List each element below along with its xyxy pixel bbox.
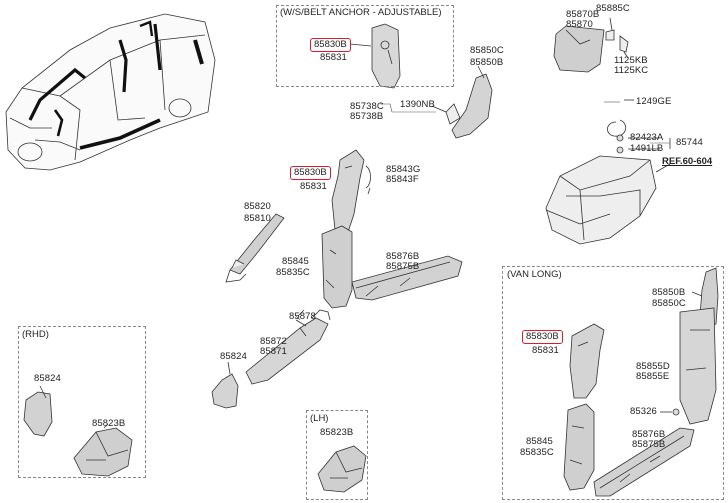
lh-box xyxy=(306,410,368,500)
part-85855E[interactable]: 85855E xyxy=(636,371,670,382)
part-1249GE[interactable]: 1249GE xyxy=(636,96,672,107)
seat-frame-part xyxy=(545,155,671,245)
scuff-plate-part xyxy=(593,427,695,497)
ws-belt-anchor-box-title: (W/S/BELT ANCHOR - ADJUSTABLE) xyxy=(280,7,442,18)
part-85831-top[interactable]: 85831 xyxy=(320,52,347,63)
van-illustration xyxy=(5,13,216,171)
part-85872[interactable]: 85872 xyxy=(260,336,287,347)
part-85875B-van[interactable]: 85875B xyxy=(632,439,666,450)
ws-belt-anchor-box xyxy=(276,5,454,87)
part-85810[interactable]: 85810 xyxy=(244,213,271,224)
part-85824-mid[interactable]: 85824 xyxy=(220,351,247,362)
part-85820[interactable]: 85820 xyxy=(244,201,271,212)
van-long-box xyxy=(502,266,724,500)
part-85850C-top[interactable]: 85850C xyxy=(470,45,504,56)
part-1125KC[interactable]: 1125KC xyxy=(614,65,649,76)
part-85855D[interactable]: 85855D xyxy=(636,361,670,372)
part-85830B-top[interactable]: 85830B xyxy=(310,38,351,52)
part-85830B-mid[interactable]: 85830B xyxy=(290,166,331,180)
van-long-box-title: (VAN LONG) xyxy=(507,269,562,280)
part-85876B-van[interactable]: 85876B xyxy=(632,429,666,440)
part-85850B-van[interactable]: 85850B xyxy=(652,287,686,298)
pillar-trim-part xyxy=(349,23,401,89)
part-85835C-mid[interactable]: 85835C xyxy=(276,267,310,278)
part-85744[interactable]: 85744 xyxy=(676,137,703,148)
pillar-trim-part xyxy=(431,65,493,139)
part-85843F[interactable]: 85843F xyxy=(386,174,419,185)
bracket-part xyxy=(73,423,133,477)
part-85875B-mid[interactable]: 85875B xyxy=(386,261,420,272)
part-85823B-rhd[interactable]: 85823B xyxy=(92,418,126,429)
part-82423A[interactable]: 82423A xyxy=(630,132,664,143)
pillar-trim-part xyxy=(569,323,605,399)
part-85738B[interactable]: 85738B xyxy=(350,111,384,122)
bolt-part xyxy=(660,408,680,416)
rhd-box-title: (RHD) xyxy=(22,329,49,340)
part-85845-van[interactable]: 85845 xyxy=(526,436,553,447)
pillar-trim-part xyxy=(23,385,53,437)
pillar-trim-part xyxy=(553,17,629,73)
pillar-trim-part xyxy=(321,225,353,309)
pillar-trim-part xyxy=(563,403,595,491)
ref-60-604[interactable]: REF.60-604 xyxy=(662,156,713,167)
part-85850C-van[interactable]: 85850C xyxy=(652,298,686,309)
part-85824-rhd[interactable]: 85824 xyxy=(34,373,61,384)
part-85835C-van[interactable]: 85835C xyxy=(520,447,554,458)
bracket-part xyxy=(607,99,671,154)
pillar-trim-part xyxy=(225,213,285,283)
part-85876B-mid[interactable]: 85876B xyxy=(386,251,420,262)
part-85823B-lh[interactable]: 85823B xyxy=(320,427,354,438)
part-85845-mid[interactable]: 85845 xyxy=(282,256,309,267)
pillar-trim-part xyxy=(331,149,371,241)
part-1125KB[interactable]: 1125KB xyxy=(614,55,648,66)
part-85738C[interactable]: 85738C xyxy=(350,101,384,112)
part-85870[interactable]: 85870 xyxy=(566,19,593,30)
bracket-part xyxy=(317,445,367,493)
part-85878[interactable]: 85878 xyxy=(289,311,316,322)
scuff-plate-part xyxy=(351,255,463,301)
part-85831-mid[interactable]: 85831 xyxy=(300,181,327,192)
part-85885C[interactable]: 85885C xyxy=(596,3,630,14)
pillar-trim-part xyxy=(679,307,717,425)
rhd-box xyxy=(18,326,146,478)
part-1491LB[interactable]: 1491LB xyxy=(630,143,664,154)
part-85831-van[interactable]: 85831 xyxy=(532,345,559,356)
scuff-plate-part xyxy=(245,309,331,385)
part-1390NB[interactable]: 1390NB xyxy=(400,99,435,110)
lh-box-title: (LH) xyxy=(310,413,329,424)
part-85871[interactable]: 85871 xyxy=(260,346,287,357)
part-85843G[interactable]: 85843G xyxy=(386,164,421,175)
pillar-trim-part xyxy=(211,361,239,409)
part-85850B-top[interactable]: 85850B xyxy=(470,57,504,68)
part-85326[interactable]: 85326 xyxy=(630,406,657,417)
part-85830B-van[interactable]: 85830B xyxy=(522,330,563,344)
part-85870B[interactable]: 85870B xyxy=(566,9,600,20)
